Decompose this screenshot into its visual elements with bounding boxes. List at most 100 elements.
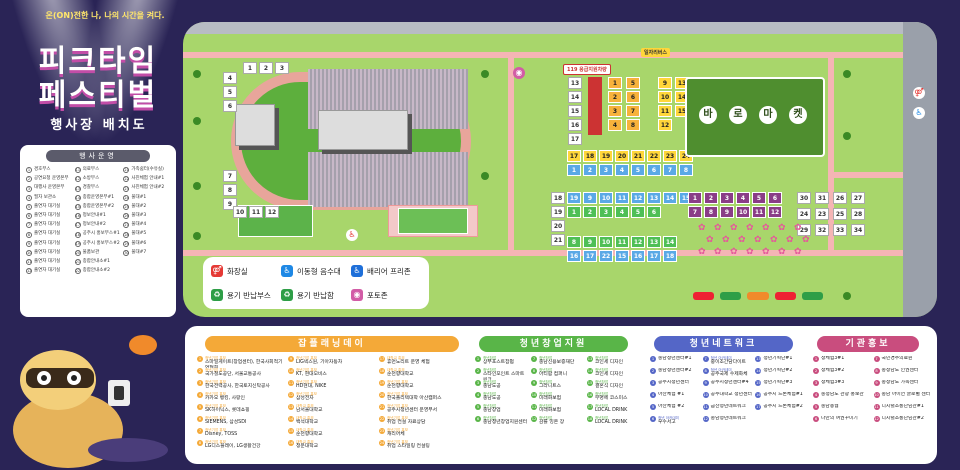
- booth-blue-row3[interactable]: 17: [583, 250, 597, 262]
- booth-green-row[interactable]: 5: [631, 206, 645, 218]
- booth-green-row2[interactable]: 14: [663, 236, 677, 248]
- booth-orange-col2[interactable]: 8: [626, 119, 640, 131]
- booth-left-booths-top[interactable]: 1: [243, 62, 257, 74]
- booth-green-row[interactable]: 2: [583, 206, 597, 218]
- booth-blue-row3[interactable]: 18: [663, 250, 677, 262]
- booth-purple-row2[interactable]: 10: [736, 206, 750, 218]
- booth-right[interactable]: 29: [797, 224, 811, 236]
- booth-side-left[interactable]: 20: [551, 220, 565, 232]
- booth-white-col[interactable]: 13: [568, 77, 582, 89]
- booth-blue-row[interactable]: 4: [615, 164, 629, 176]
- booth-side-left[interactable]: 19: [551, 206, 565, 218]
- booth-yellow-row[interactable]: 19: [599, 150, 613, 162]
- booth-yellow-col[interactable]: 12: [658, 119, 672, 131]
- booth-yellow-col[interactable]: 10: [658, 91, 672, 103]
- booth-yellow-row[interactable]: 20: [615, 150, 629, 162]
- booth-purple-row1[interactable]: 6: [768, 192, 782, 204]
- booth-yellow-row[interactable]: 21: [631, 150, 645, 162]
- booth-yellow-col[interactable]: 9: [658, 77, 672, 89]
- booth-orange-col1[interactable]: 2: [608, 91, 622, 103]
- booth-left-booths-top[interactable]: 2: [259, 62, 273, 74]
- booth-orange-col1[interactable]: 4: [608, 119, 622, 131]
- booth-right[interactable]: 32: [815, 224, 829, 236]
- booth-white-col[interactable]: 15: [568, 105, 582, 117]
- booth-green-row[interactable]: 6: [647, 206, 661, 218]
- booth-purple-row1[interactable]: 2: [704, 192, 718, 204]
- booth-green-row[interactable]: 3: [599, 206, 613, 218]
- booth-right[interactable]: 30: [797, 192, 811, 204]
- booth-purple-row1[interactable]: 3: [720, 192, 734, 204]
- booth-orange-col2[interactable]: 6: [626, 91, 640, 103]
- booth-blue-row2[interactable]: 12: [631, 192, 645, 204]
- booth-green-row2[interactable]: 10: [599, 236, 613, 248]
- booth-blue-row2[interactable]: 9: [583, 192, 597, 204]
- booth-right[interactable]: 28: [851, 208, 865, 220]
- booth-blue-row2[interactable]: 11: [615, 192, 629, 204]
- booth-orange-col1[interactable]: 1: [608, 77, 622, 89]
- entry-text: 충청남도 인권센터: [882, 368, 919, 374]
- booth-left-booths-bottom[interactable]: 10: [233, 206, 247, 218]
- booth-blue-row[interactable]: 3: [599, 164, 613, 176]
- booth-blue-row3[interactable]: 15: [615, 250, 629, 262]
- booth-yellow-row[interactable]: 18: [583, 150, 597, 162]
- booth-green-row2[interactable]: 13: [647, 236, 661, 248]
- booth-orange-col2[interactable]: 7: [626, 105, 640, 117]
- booth-green-row2[interactable]: 11: [615, 236, 629, 248]
- booth-right[interactable]: 31: [815, 192, 829, 204]
- booth-blue-row[interactable]: 7: [663, 164, 677, 176]
- booth-right[interactable]: 34: [851, 224, 865, 236]
- booth-left-booths-col[interactable]: 4: [223, 72, 237, 84]
- booth-blue-row2[interactable]: 13: [647, 192, 661, 204]
- booth-white-col[interactable]: 14: [568, 91, 582, 103]
- booth-white-col[interactable]: 17: [568, 133, 582, 145]
- booth-green-row[interactable]: 1: [567, 206, 581, 218]
- booth-blue-row2[interactable]: 10: [599, 192, 613, 204]
- booth-purple-row2[interactable]: 11: [752, 206, 766, 218]
- booth-blue-row2[interactable]: 19: [567, 192, 581, 204]
- booth-left-booths-col2[interactable]: 7: [223, 170, 237, 182]
- booth-blue-row2[interactable]: 14: [663, 192, 677, 204]
- booth-left-booths-col2[interactable]: 8: [223, 184, 237, 196]
- booth-left-booths-top[interactable]: 3: [275, 62, 289, 74]
- booth-blue-row3[interactable]: 22: [599, 250, 613, 262]
- booth-blue-row3[interactable]: 16: [567, 250, 581, 262]
- booth-blue-row[interactable]: 1: [567, 164, 581, 176]
- booth-purple-row2[interactable]: 12: [768, 206, 782, 218]
- booth-right[interactable]: 26: [833, 192, 847, 204]
- booth-left-booths-bottom[interactable]: 11: [249, 206, 263, 218]
- booth-side-left[interactable]: 18: [551, 192, 565, 204]
- booth-right[interactable]: 24: [797, 208, 811, 220]
- booth-right[interactable]: 23: [815, 208, 829, 220]
- booth-purple-row1[interactable]: 4: [736, 192, 750, 204]
- booth-blue-row[interactable]: 2: [583, 164, 597, 176]
- booth-green-row2[interactable]: 9: [583, 236, 597, 248]
- booth-orange-col1[interactable]: 3: [608, 105, 622, 117]
- booth-blue-row3[interactable]: 17: [647, 250, 661, 262]
- booth-green-row2[interactable]: 8: [567, 236, 581, 248]
- booth-yellow-row[interactable]: 22: [647, 150, 661, 162]
- booth-yellow-col[interactable]: 11: [658, 105, 672, 117]
- booth-purple-row1[interactable]: 1: [688, 192, 702, 204]
- booth-blue-row3[interactable]: 16: [631, 250, 645, 262]
- booth-left-booths-col[interactable]: 6: [223, 100, 237, 112]
- booth-right[interactable]: 27: [851, 192, 865, 204]
- booth-yellow-row[interactable]: 23: [663, 150, 677, 162]
- booth-purple-row2[interactable]: 8: [704, 206, 718, 218]
- booth-left-booths-col[interactable]: 5: [223, 86, 237, 98]
- booth-green-row2[interactable]: 12: [631, 236, 645, 248]
- booth-right[interactable]: 25: [833, 208, 847, 220]
- booth-left-booths-bottom[interactable]: 12: [265, 206, 279, 218]
- booth-blue-row[interactable]: 6: [647, 164, 661, 176]
- booth-right[interactable]: 33: [833, 224, 847, 236]
- booth-side-left[interactable]: 21: [551, 234, 565, 246]
- booth-yellow-row[interactable]: 17: [567, 150, 581, 162]
- booth-white-col[interactable]: 16: [568, 119, 582, 131]
- booth-green-row[interactable]: 4: [615, 206, 629, 218]
- booth-orange-col2[interactable]: 5: [626, 77, 640, 89]
- booth-blue-row[interactable]: 8: [679, 164, 693, 176]
- booth-blue-row[interactable]: 5: [631, 164, 645, 176]
- booth-purple-row2[interactable]: 7: [688, 206, 702, 218]
- booth-purple-row1[interactable]: 5: [752, 192, 766, 204]
- booth-purple-row2[interactable]: 9: [720, 206, 734, 218]
